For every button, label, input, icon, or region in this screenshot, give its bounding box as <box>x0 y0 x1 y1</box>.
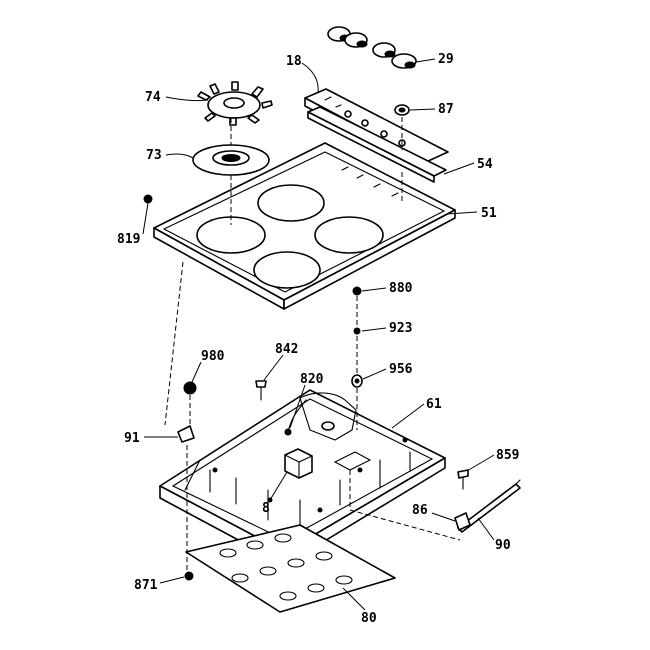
callout-74: 74 <box>145 90 161 105</box>
callout-980: 980 <box>201 349 225 364</box>
callout-956: 956 <box>389 362 413 377</box>
callout-51: 51 <box>481 206 497 221</box>
bracket-91 <box>177 425 195 443</box>
bracket-86 <box>454 512 471 531</box>
screw-819 <box>143 194 153 204</box>
knob <box>344 32 368 48</box>
callout-73: 73 <box>146 148 162 163</box>
spark-module <box>284 448 313 479</box>
callout-859: 859 <box>496 448 519 463</box>
screw-871 <box>184 571 194 581</box>
callout-880: 880 <box>389 281 413 296</box>
callout-29: 29 <box>438 52 454 67</box>
shutoff-rod <box>457 479 521 533</box>
callout-820: 820 <box>300 372 324 387</box>
knob-spacer <box>394 104 410 116</box>
knob <box>372 42 396 58</box>
grommet-880 <box>352 286 362 296</box>
panel-gasket <box>307 106 447 183</box>
burner-grate <box>197 81 273 126</box>
callout-87: 87 <box>438 102 454 117</box>
callout-842: 842 <box>275 342 298 357</box>
insulation-pad <box>185 524 396 613</box>
screw-842 <box>255 380 267 401</box>
callout-923: 923 <box>389 321 412 336</box>
callout-819: 819 <box>117 232 140 247</box>
nut-956 <box>351 374 363 388</box>
callout-86: 86 <box>412 503 428 518</box>
callout-8: 8 <box>262 501 270 516</box>
grommet-980 <box>183 381 197 395</box>
callout-61: 61 <box>426 397 442 412</box>
knob-set <box>327 26 417 69</box>
cooktop <box>153 142 456 310</box>
ignitor-wire <box>284 399 307 436</box>
callout-80: 80 <box>361 611 377 626</box>
leader-lines <box>142 58 495 611</box>
callout-labels: 18 29 74 87 73 54 51 819 880 923 980 842… <box>117 52 519 626</box>
knob <box>391 53 417 69</box>
screw-923 <box>353 327 361 335</box>
callout-18: 18 <box>286 54 302 69</box>
callout-91: 91 <box>124 431 140 446</box>
screw-859 <box>457 469 469 490</box>
assembly-lines <box>164 117 461 570</box>
callout-871: 871 <box>134 578 158 593</box>
callout-90: 90 <box>495 538 511 553</box>
callout-54: 54 <box>477 157 493 172</box>
burner-bowl <box>192 144 270 176</box>
